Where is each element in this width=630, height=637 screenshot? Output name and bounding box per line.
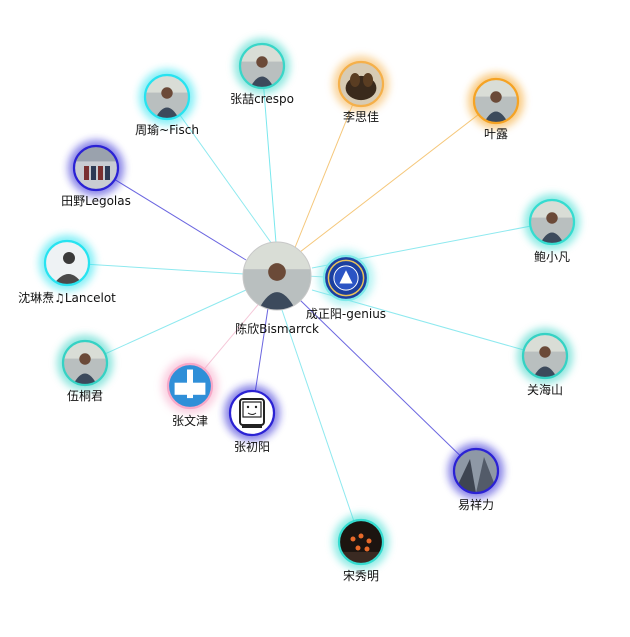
friend-node-label: 张文津 — [172, 413, 208, 428]
friend-node-label: 易祥力 — [458, 498, 494, 512]
friend-node[interactable] — [39, 235, 95, 291]
friend-node[interactable] — [333, 514, 389, 570]
node-ring — [143, 73, 191, 121]
person-photo-avatar — [523, 334, 567, 378]
friend-node[interactable] — [162, 358, 218, 414]
friend-node[interactable] — [68, 140, 124, 196]
friend-node-label: 沈琳焘♫Lancelot — [18, 290, 116, 305]
friend-node[interactable] — [318, 250, 374, 306]
graph-link — [166, 96, 273, 245]
friend-node-label: 田野Legolas — [61, 194, 131, 208]
node-ring — [43, 239, 91, 287]
node-ring — [521, 332, 569, 380]
center-node[interactable] — [242, 241, 312, 311]
person-photo-avatar — [240, 44, 284, 88]
friend-node[interactable] — [517, 328, 573, 384]
friend-node-label: 关海山 — [527, 382, 563, 397]
friend-node-label: 成正阳-genius — [306, 307, 386, 321]
friend-node-label: 宋秀明 — [343, 568, 379, 583]
friend-node-label: 鲍小凡 — [534, 250, 570, 264]
friend-node[interactable] — [333, 56, 389, 112]
friend-node[interactable] — [448, 443, 504, 499]
friend-node-label: 叶露 — [484, 127, 508, 141]
node-ring — [166, 362, 214, 410]
silhouette-photo-avatar — [45, 241, 89, 285]
jiayou-logo-avatar — [168, 364, 212, 408]
friend-node[interactable] — [139, 69, 195, 125]
node-ring — [337, 60, 385, 108]
node-ring — [322, 254, 370, 302]
node-ring — [72, 144, 120, 192]
graph-link — [95, 167, 247, 261]
friend-node[interactable] — [468, 73, 524, 129]
node-ring — [228, 389, 276, 437]
friend-node-label: 张喆crespo — [230, 92, 294, 106]
graph-links — [66, 65, 553, 543]
friend-node[interactable] — [57, 335, 113, 391]
node-ring — [61, 339, 109, 387]
graph-link — [293, 83, 362, 251]
person-photo-avatar — [145, 75, 189, 119]
friend-node[interactable] — [524, 194, 580, 250]
friend-node-label: 周瑜~Fisch — [135, 122, 199, 137]
center-node-label: 陈欣Bismarrck — [235, 321, 319, 336]
friend-node-label: 张初阳 — [234, 440, 270, 454]
graph-link — [281, 309, 362, 543]
graph-link — [261, 65, 277, 244]
friend-node[interactable] — [234, 38, 290, 94]
friend-node[interactable] — [224, 385, 280, 441]
chelsea-logo-avatar — [324, 256, 368, 300]
graph-link — [84, 289, 247, 364]
person-photo-avatar — [474, 79, 518, 123]
person-photo-avatar — [63, 341, 107, 385]
node-ring — [452, 447, 500, 495]
node-ring — [528, 198, 576, 246]
node-ring — [337, 518, 385, 566]
node-ring — [238, 42, 286, 90]
mac-icon-avatar — [230, 391, 274, 435]
graph-link — [299, 299, 477, 472]
graph-link — [66, 262, 245, 275]
dog-photo-avatar — [339, 62, 383, 106]
person-photo-avatar — [530, 200, 574, 244]
friend-node-label: 伍桐君 — [67, 389, 103, 403]
graph-link — [299, 100, 497, 253]
node-ring — [242, 241, 312, 311]
friend-node-label: 李思佳 — [343, 109, 379, 124]
node-ring — [472, 77, 520, 125]
